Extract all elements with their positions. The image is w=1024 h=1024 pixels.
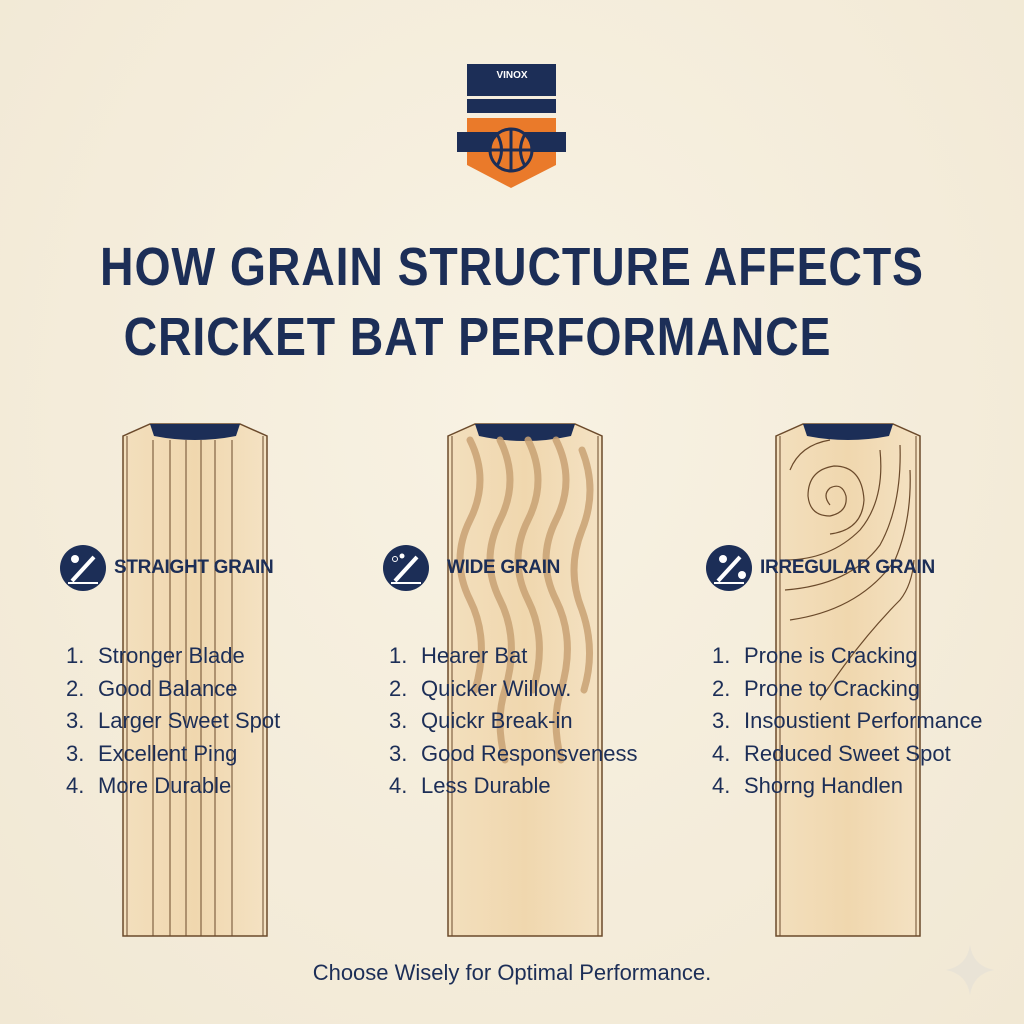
list-item: 3.Insoustient Performance — [712, 708, 983, 733]
feature-list: 1.Prone is Cracking 2.Prone to Cracking … — [712, 640, 982, 803]
list-item: 3.Excellent Ping — [66, 740, 238, 766]
sparkle-icon — [946, 945, 994, 995]
cricket-bat-water-drops-icon — [383, 545, 429, 591]
list-item: 3.Larger Sweet Spot — [66, 708, 281, 733]
list-item: 4.Less Durable — [389, 773, 551, 798]
list-item: 3.Quickr Break-in — [389, 708, 573, 733]
list-item: 2.Quicker Willow. — [389, 675, 572, 701]
bat-wide-grain — [447, 423, 603, 937]
section-irregular-grain: IRREGULAR GRAIN 1.Prone is Cracking 2.Pr… — [706, 540, 982, 798]
brand-name: VINOX — [496, 70, 528, 81]
list-item: 1.Hearer Bat — [389, 643, 528, 668]
section-title: WIDE GRAIN — [447, 557, 561, 578]
list-item: 3.Good Responsveness — [389, 740, 638, 766]
footer-tagline: Choose Wisely for Optimal Performance. — [312, 960, 712, 985]
basketball-icon — [488, 127, 534, 173]
bat-straight-grain — [122, 423, 268, 937]
section-title: IRREGULAR GRAIN — [760, 557, 935, 578]
cricket-bat-balls-icon — [706, 545, 752, 591]
section-wide-grain: WIDE GRAIN 1.Hearer Bat 2.Quicker Willow… — [383, 540, 637, 798]
list-item: 4.Reduced Sweet Spot — [712, 740, 951, 766]
list-item: 4.Shorng Handlen — [712, 773, 904, 798]
vinox-logo — [457, 64, 566, 188]
section-title: STRAIGHT GRAIN — [114, 557, 274, 578]
list-item: 1.Stronger Blade — [66, 643, 245, 668]
feature-list: 1.Hearer Bat 2.Quicker Willow. 3.Quickr … — [389, 640, 637, 803]
page-title-line-1: HOW GRAIN STRUCTURE AFFECTS — [100, 237, 924, 297]
list-item: 4.More Durable — [66, 773, 232, 798]
bat-irregular-grain — [775, 423, 921, 937]
list-item: 1.Prone is Cracking — [712, 643, 918, 668]
page-title-line-2: CRICKET BAT PERFORMANCE — [123, 307, 831, 367]
cricket-bat-ball-icon — [60, 545, 106, 591]
list-item: 2.Prone to Cracking — [712, 675, 921, 701]
list-item: 2.Good Balance — [66, 675, 238, 701]
section-straight-grain: STRAIGHT GRAIN 1.Stronger Blade 2.Good B… — [60, 540, 280, 798]
feature-list: 1.Stronger Blade 2.Good Balance 3.Larger… — [66, 640, 280, 803]
